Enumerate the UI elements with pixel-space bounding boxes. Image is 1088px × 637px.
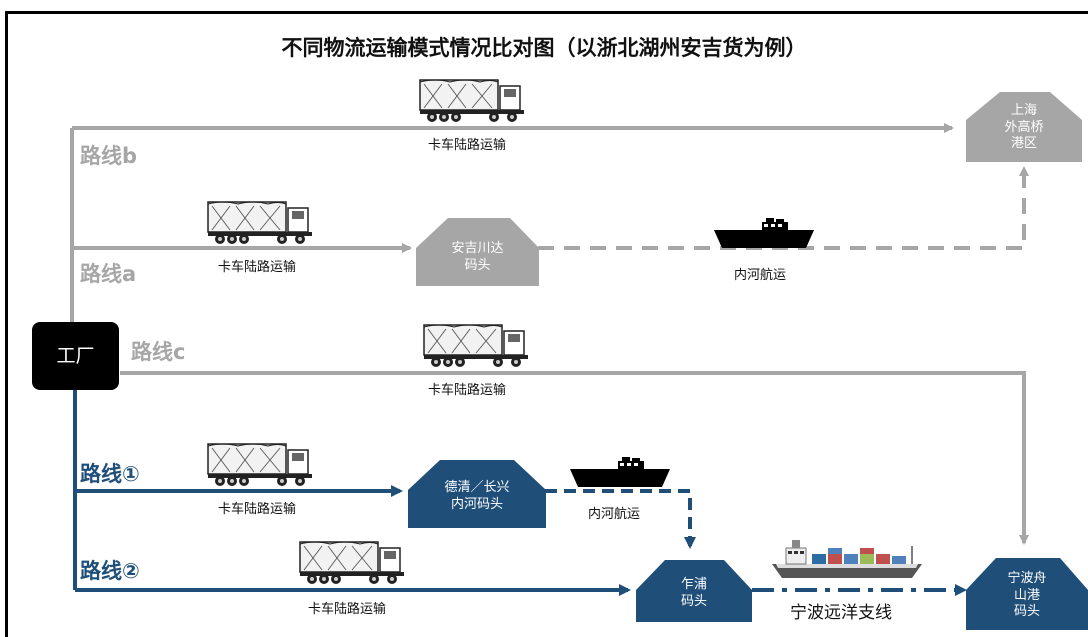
route-c-label: 路线c (131, 340, 186, 364)
truck-icon (299, 541, 405, 585)
factory-label: 工厂 (56, 344, 95, 367)
barge-a-caption: 内河航运 (734, 268, 787, 283)
route-2-label: 路线② (80, 559, 140, 583)
route-b-label: 路线b (80, 144, 138, 168)
zhapu-dock-label: 乍浦 码头 (680, 577, 707, 609)
route-1-label: 路线① (80, 462, 140, 486)
barge-icon (570, 457, 670, 487)
truck-2-caption: 卡车陆路运输 (308, 602, 387, 617)
truck-c-caption: 卡车陆路运输 (428, 383, 507, 398)
diagram-frame (5, 11, 1088, 637)
truck-a-caption: 卡车陆路运输 (218, 260, 297, 275)
shanghai-port-label: 上海 外高桥 港区 (1004, 102, 1044, 152)
truck-icon (207, 443, 313, 487)
shanghai-port-shape (966, 92, 1082, 162)
ningbo-port-label: 宁波舟 山港 码头 (1007, 570, 1047, 620)
route-a-label: 路线a (80, 262, 137, 286)
deqing-dock-label: 德清／长兴 内河码头 (444, 480, 510, 512)
ningbo-port-shape (966, 558, 1088, 630)
zhapu-dock-shape (636, 560, 752, 622)
truck-icon (423, 324, 529, 368)
container-ship-icon (771, 539, 923, 579)
barge-1-caption: 内河航运 (588, 507, 641, 522)
truck-icon (207, 201, 313, 245)
truck-icon (419, 79, 525, 123)
grey-routes (70, 123, 1029, 545)
factory-box (32, 322, 119, 390)
barge-icon (714, 218, 814, 248)
diagram-title: 不同物流运输模式情况比对图（以浙北湖州安吉货为例） (281, 36, 807, 60)
blue-routes (73, 390, 967, 596)
truck-1-caption: 卡车陆路运输 (218, 502, 297, 517)
anji-dock-label: 安吉川达 码头 (451, 241, 504, 273)
ocean-caption: 宁波远洋支线 (790, 603, 892, 623)
anji-dock-shape (416, 218, 539, 286)
truck-b-caption: 卡车陆路运输 (428, 138, 507, 153)
deqing-dock-shape (408, 460, 546, 528)
